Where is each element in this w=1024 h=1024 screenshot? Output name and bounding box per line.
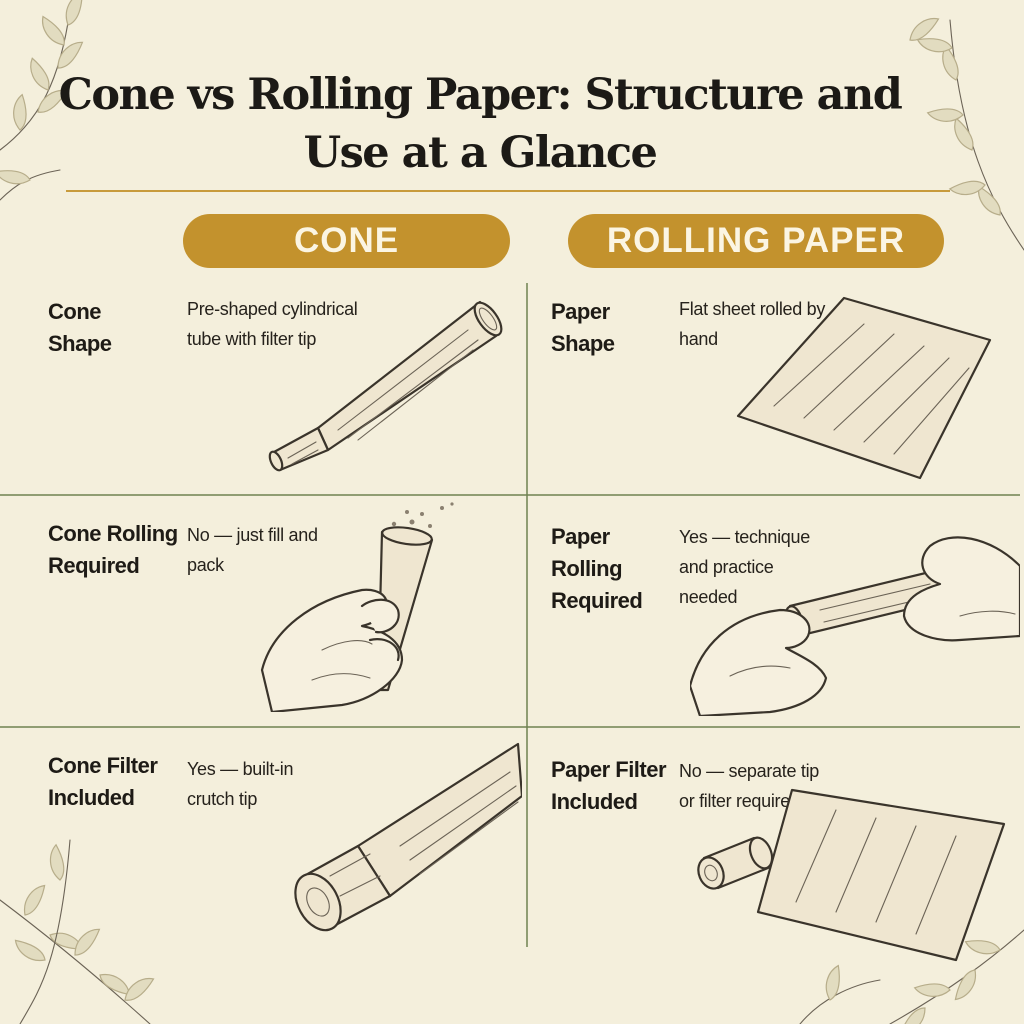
cone-filter-desc: Yes — built-in crutch tip (187, 759, 294, 809)
leaf-sprig-icon (0, 0, 93, 201)
paper-rolling-label: Paper Rolling Required (551, 524, 643, 613)
cone-filter-label: Cone Filter Included (48, 753, 158, 810)
cone-shape-label: Cone Shape (48, 299, 112, 356)
cone-filter-tip-icon (294, 742, 522, 932)
paper-filter-label: Paper Filter Included (551, 757, 667, 814)
hands-rolling-paper-icon (690, 536, 1020, 716)
paper-filter-desc: No — separate tip or filter required (679, 761, 819, 811)
paper-shape-label: Paper Shape (551, 299, 615, 356)
page-title: Cone vs Rolling Paper: Structure and Use… (58, 70, 903, 178)
title-divider (66, 190, 950, 192)
cone-column-header: CONE (183, 214, 510, 268)
paper-sheet-icon (736, 296, 992, 480)
column-divider (526, 283, 528, 947)
leaf-sprig-icon (0, 839, 159, 1024)
cone-shape-desc: Pre-shaped cylindrical tube with filter … (187, 299, 358, 349)
leaf-sprig-icon (904, 15, 1024, 251)
cone-rolling-label: Cone Rolling Required (48, 521, 178, 578)
row-divider (0, 494, 1020, 496)
row-divider (0, 726, 1020, 728)
leaf-sprig-icon (799, 929, 1024, 1024)
paper-column-header: ROLLING PAPER (568, 214, 944, 268)
filter-tip-and-paper-icon (697, 788, 1006, 962)
cone-icon (268, 300, 503, 472)
hand-holding-cone-icon (260, 502, 454, 712)
paper-shape-desc: Flat sheet rolled by hand (679, 299, 826, 349)
cone-rolling-desc: No — just fill and pack (187, 525, 318, 575)
paper-rolling-desc: Yes — technique and practice needed (679, 527, 810, 607)
